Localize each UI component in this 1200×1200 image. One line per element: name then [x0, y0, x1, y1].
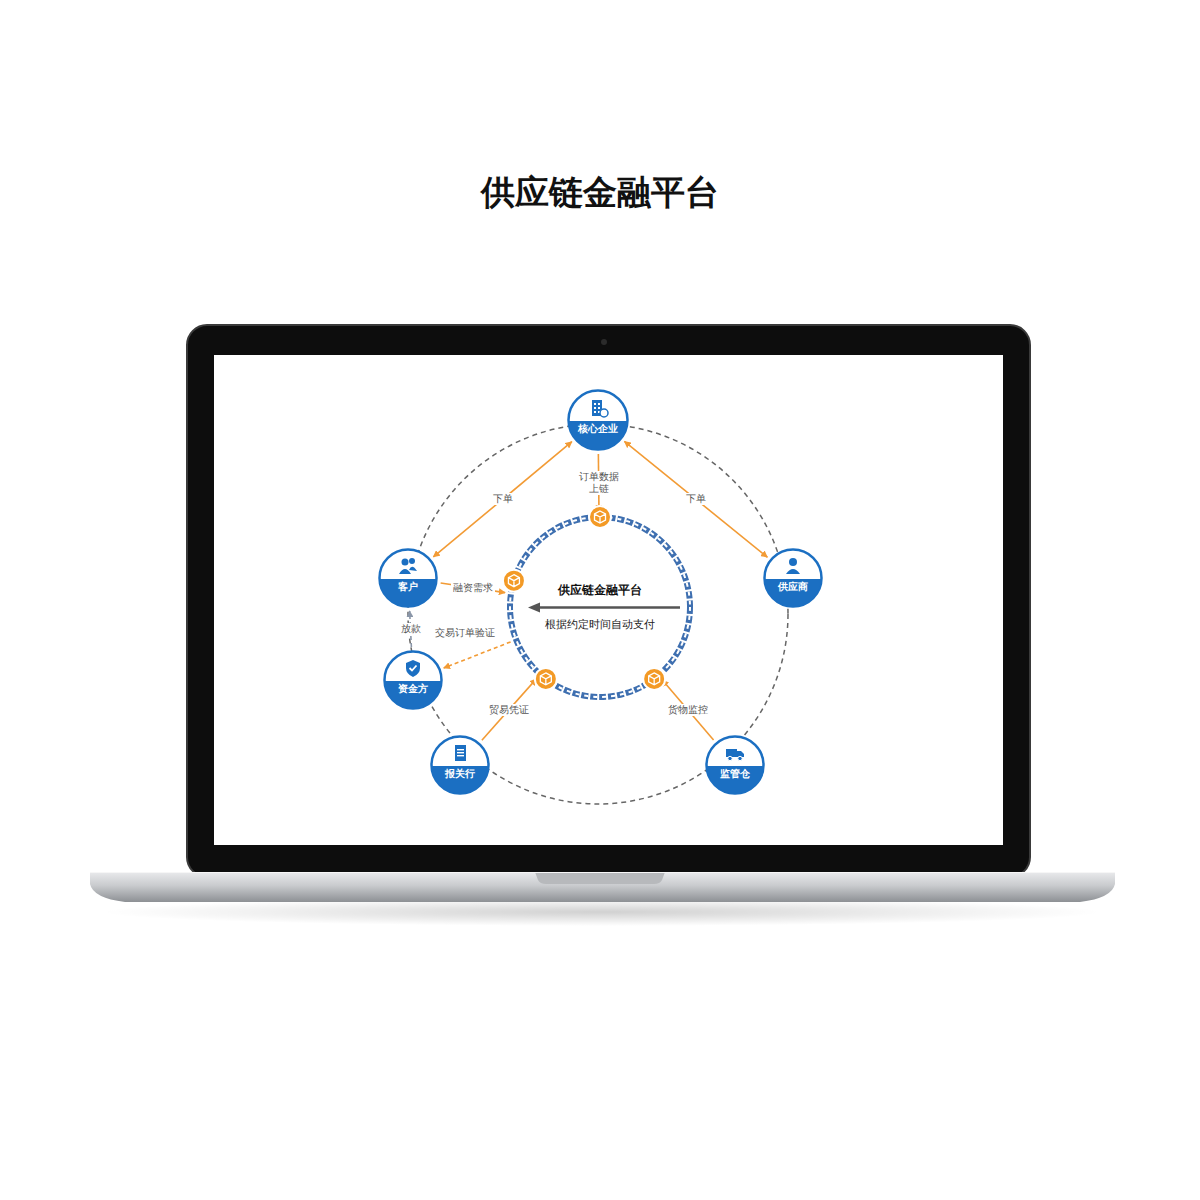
node-icon — [592, 400, 608, 417]
connector-arrow — [662, 680, 713, 740]
platform-subtitle: 根据约定时间自动支付 — [545, 618, 655, 632]
rect-shape — [726, 749, 737, 757]
rect-shape — [383, 681, 443, 711]
edge-label: 下单 — [491, 493, 515, 505]
node-label: 报关行 — [430, 768, 490, 780]
node-label: 监管仓 — [705, 768, 765, 780]
connector-arrow — [433, 442, 571, 557]
node-icon — [406, 660, 420, 677]
edge-label: 融资需求 — [451, 582, 495, 594]
block-cube — [535, 668, 557, 690]
path-shape — [649, 673, 660, 685]
rect-shape — [763, 579, 823, 609]
node-icon — [455, 745, 466, 761]
node-label: 核心企业 — [567, 423, 629, 435]
entity-node: 核心企业 — [567, 389, 629, 451]
entity-node: 报关行 — [430, 735, 490, 795]
rect-shape — [430, 766, 490, 796]
chain-ring-shape — [496, 503, 704, 711]
edge-label: 货物监控 — [666, 704, 710, 716]
connector-arrow — [444, 642, 511, 668]
path-shape — [528, 603, 540, 613]
laptop-edge — [90, 872, 1115, 873]
path-shape — [786, 569, 800, 574]
rect-shape — [455, 745, 466, 761]
edge-label: 贸易凭证 — [487, 704, 531, 716]
rect-shape — [705, 766, 765, 796]
outer-dashed-ring — [408, 424, 788, 804]
rect-shape — [594, 407, 596, 409]
circle-shape — [600, 409, 608, 417]
rect-shape — [567, 421, 629, 452]
rect-shape — [594, 411, 596, 413]
platform-ring: 供应链金融平台根据约定时间自动支付 — [496, 503, 704, 711]
circle-shape — [738, 756, 742, 760]
rect-shape — [457, 749, 464, 750]
connector-arrow — [482, 679, 536, 740]
entity-node: 监管仓 — [705, 735, 765, 795]
block-cube — [589, 506, 611, 528]
rect-shape — [598, 403, 600, 405]
circle-shape — [503, 570, 525, 592]
rect-shape — [594, 403, 596, 405]
entity-node: 供应商 — [763, 548, 823, 608]
block-cube — [643, 668, 665, 690]
line-shape — [538, 606, 680, 609]
node-label: 资金方 — [383, 683, 443, 695]
laptop-shadow — [102, 898, 1102, 926]
path-shape — [540, 673, 551, 685]
circle-shape — [728, 756, 732, 760]
node-circle-shape — [763, 548, 823, 608]
entity-node: 资金方 — [383, 650, 443, 710]
entity-node: 客户 — [378, 548, 438, 608]
node-icon — [399, 558, 417, 574]
node-circle-shape — [430, 735, 490, 795]
path-shape — [508, 575, 519, 587]
node-label: 客户 — [378, 581, 438, 593]
platform-title: 供应链金融平台 — [558, 583, 642, 598]
laptop-camera — [601, 339, 607, 345]
path-shape — [410, 666, 417, 671]
node-circle-shape — [567, 389, 629, 451]
edge-label: 订单数据 上链 — [575, 471, 623, 495]
circle-shape — [510, 517, 690, 697]
node-circle-shape — [705, 735, 765, 795]
circle-shape — [535, 668, 557, 690]
node-label: 供应商 — [763, 581, 823, 593]
node-icon — [786, 558, 800, 574]
node-circle-shape — [378, 548, 438, 608]
laptop-notch — [535, 872, 665, 884]
circle-shape — [789, 558, 797, 566]
laptop-base — [90, 872, 1115, 902]
block-cube — [503, 570, 525, 592]
path-shape — [406, 660, 420, 677]
path-shape — [595, 511, 606, 523]
circle-shape — [409, 558, 415, 564]
circle-shape — [643, 668, 665, 690]
connector-arrow — [624, 441, 767, 557]
circle-shape — [589, 506, 611, 528]
circle-shape — [510, 517, 690, 697]
node-icon — [726, 749, 744, 761]
edge-label: 下单 — [684, 493, 708, 505]
circle-shape — [402, 559, 409, 566]
path-shape — [409, 567, 417, 571]
edge-label: 交易订单验证 — [433, 627, 497, 639]
rect-shape — [378, 579, 438, 609]
rect-shape — [457, 752, 464, 753]
node-circle-shape — [383, 650, 443, 710]
rect-shape — [598, 407, 600, 409]
page-title: 供应链金融平台 — [0, 170, 1200, 216]
edge-label: 放款 — [399, 623, 423, 635]
laptop-screen — [214, 355, 1003, 845]
laptop-bezel — [187, 325, 1030, 877]
rect-shape — [457, 755, 464, 756]
